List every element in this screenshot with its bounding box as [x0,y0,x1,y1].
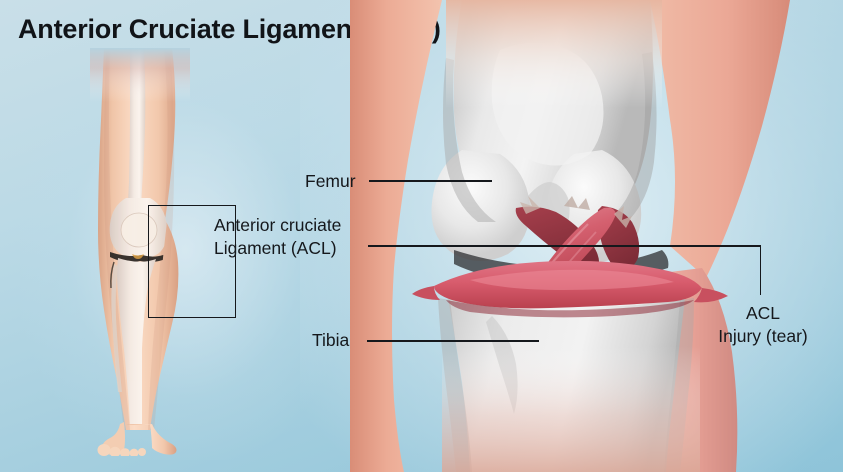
foot [97,422,177,456]
leader-line-acl [368,245,761,247]
label-acl-injury-line2: Injury (tear) [718,326,808,346]
whole-leg-figure [60,48,236,456]
meniscus [412,260,728,318]
label-acl: Anterior cruciate Ligament (ACL) [214,214,341,260]
leader-line-acl-injury [759,245,762,295]
label-acl-injury-line1: ACL [745,303,781,323]
label-acl-line1: Anterior cruciate [214,215,342,235]
leader-line-tibia [367,340,539,342]
label-acl-line2: Ligament (ACL) [214,238,337,258]
label-acl-injury: ACL Injury (tear) [700,302,826,348]
label-femur: Femur [305,171,356,191]
femur-bone [431,0,662,263]
tibia-bone [438,266,700,472]
leader-line-femur [369,180,492,182]
knee-closeup-figure [350,0,843,472]
label-tibia: Tibia [312,330,350,350]
knee-zoom-highlight-box [148,205,236,318]
